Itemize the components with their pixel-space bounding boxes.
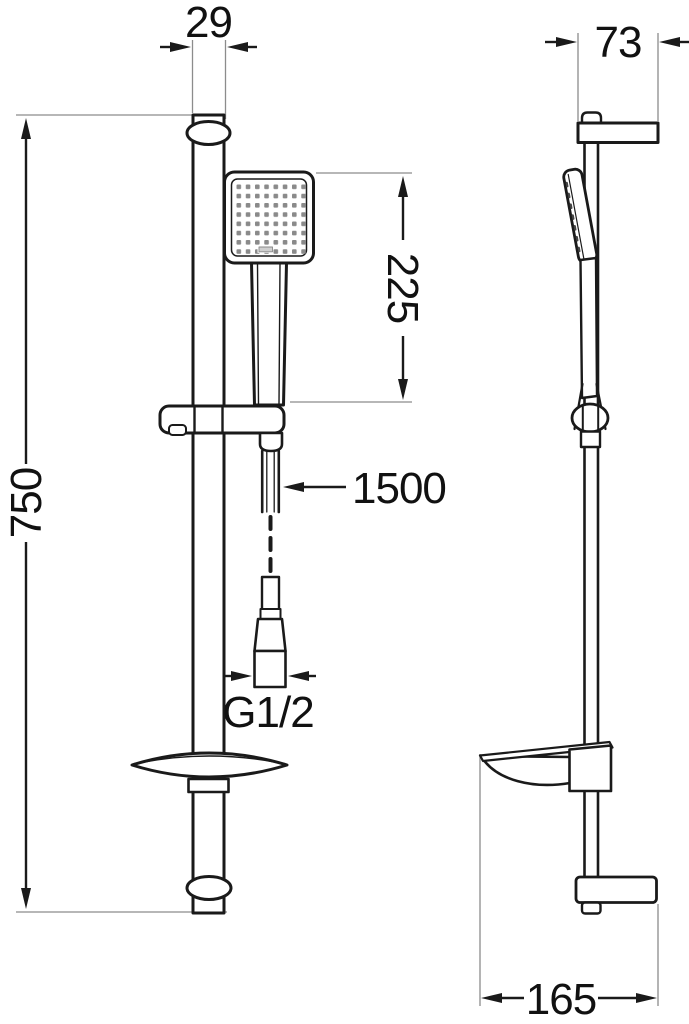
dimension-wall-offset: 73 bbox=[545, 18, 689, 67]
handle-edge-line bbox=[256, 263, 260, 405]
hose-fitting bbox=[253, 575, 287, 689]
dim-label-225: 225 bbox=[378, 253, 427, 323]
hose-connector bbox=[258, 431, 284, 453]
dim-label-g12: G1/2 bbox=[222, 688, 313, 737]
dim-label-165: 165 bbox=[526, 975, 596, 1024]
rail-bottom-bracket bbox=[185, 875, 233, 901]
front-view bbox=[130, 113, 315, 915]
side-view bbox=[478, 111, 660, 915]
rail-top-bracket-side bbox=[576, 121, 660, 144]
slider-holder-side bbox=[570, 402, 610, 434]
hose-connector-side bbox=[579, 430, 602, 449]
bottom-bracket-foot bbox=[580, 901, 602, 915]
handle-edge-line bbox=[278, 263, 281, 405]
spray-face-ticks bbox=[565, 181, 582, 258]
dimension-rail-width: 29 bbox=[160, 0, 257, 52]
spray-nozzles bbox=[236, 184, 306, 254]
dim-label-29: 29 bbox=[185, 0, 232, 47]
dim-label-1500: 1500 bbox=[352, 464, 446, 513]
dimension-hose-length: 1500 bbox=[283, 464, 447, 513]
dimension-thread-size: G1/2 bbox=[222, 671, 316, 737]
shower-hose bbox=[260, 449, 281, 575]
hand-shower-side bbox=[562, 167, 599, 265]
dim-label-750: 750 bbox=[2, 468, 51, 538]
dimension-bracket-depth: 165 bbox=[481, 975, 657, 1024]
shower-handle-side bbox=[579, 256, 599, 400]
hand-shower-head bbox=[223, 170, 315, 265]
soap-dish-side bbox=[478, 740, 614, 793]
soap-dish-rim bbox=[478, 740, 614, 763]
rail-bottom-bracket-side bbox=[574, 875, 658, 904]
shower-handle bbox=[250, 261, 288, 407]
soap-dish-mount bbox=[187, 777, 230, 794]
dim-label-73: 73 bbox=[595, 18, 642, 67]
spray-plate-slot bbox=[258, 246, 273, 253]
dimension-head-to-holder: 225 bbox=[378, 176, 427, 400]
thread-connector bbox=[253, 617, 287, 653]
slider-holder-tab bbox=[168, 424, 187, 436]
rail-top-bracket bbox=[185, 120, 232, 146]
soap-dish-mount-side bbox=[568, 744, 613, 793]
extension-lines bbox=[16, 33, 659, 1006]
soap-dish bbox=[130, 751, 289, 794]
dimension-rail-length: 750 bbox=[2, 118, 51, 909]
top-bracket-tab bbox=[580, 111, 603, 126]
